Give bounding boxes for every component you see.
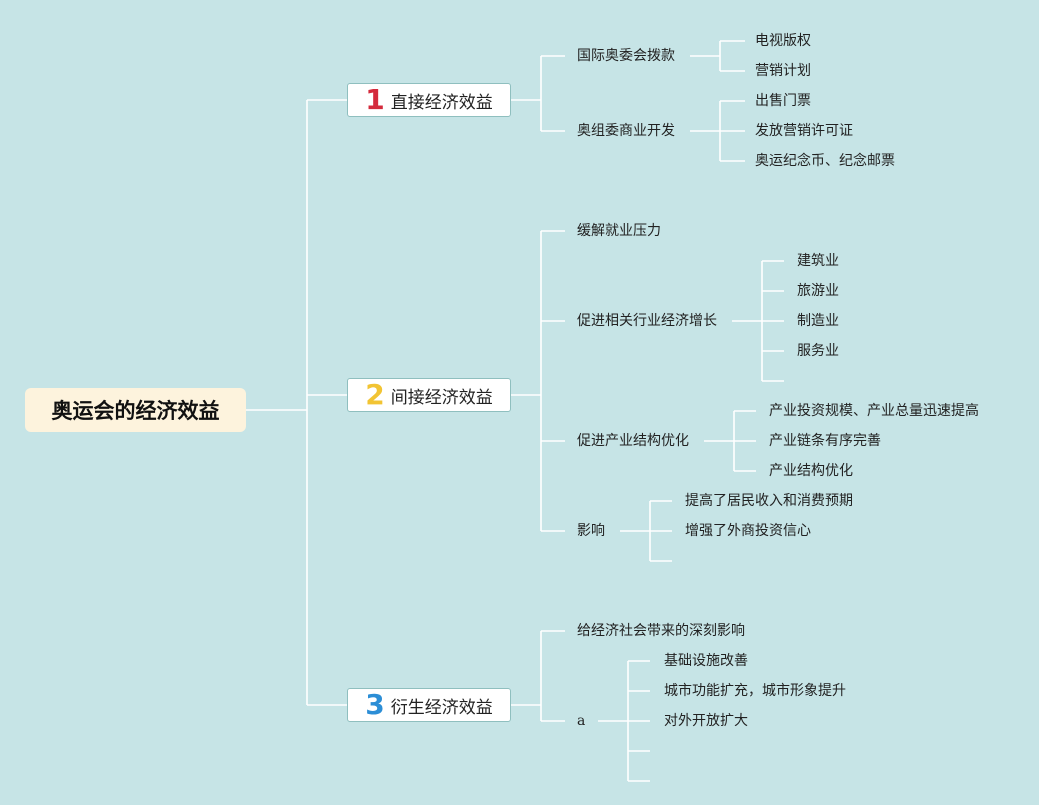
subtopic[interactable]: 缓解就业压力 — [577, 223, 661, 239]
branch-derived-economic-benefit[interactable]: 3 衍生经济效益 — [347, 688, 511, 722]
subtopic[interactable]: 促进相关行业经济增长 — [577, 313, 717, 329]
leaf-topic[interactable]: 建筑业 — [797, 253, 839, 269]
branch-label: 间接经济效益 — [390, 387, 493, 408]
root-topic[interactable]: 奥运会的经济效益 — [25, 388, 246, 432]
subtopic[interactable]: a — [577, 713, 586, 729]
branch-indirect-economic-benefit[interactable]: 2 间接经济效益 — [347, 378, 511, 412]
branch-direct-economic-benefit[interactable]: 1 直接经济效益 — [347, 83, 511, 117]
branch-label: 直接经济效益 — [390, 92, 493, 113]
leaf-topic[interactable]: 基础设施改善 — [664, 653, 748, 669]
leaf-topic[interactable]: 产业结构优化 — [769, 463, 853, 479]
leaf-topic[interactable]: 提高了居民收入和消费预期 — [685, 493, 853, 509]
branch-number-badge: 1 — [365, 83, 385, 116]
subtopic[interactable]: 影响 — [577, 523, 605, 539]
leaf-topic[interactable]: 城市功能扩充，城市形象提升 — [664, 683, 846, 699]
leaf-topic[interactable]: 营销计划 — [755, 63, 811, 79]
subtopic[interactable]: 奥组委商业开发 — [577, 123, 675, 139]
subtopic[interactable]: 国际奥委会拨款 — [577, 48, 675, 64]
leaf-topic[interactable]: 出售门票 — [755, 93, 811, 109]
leaf-topic[interactable]: 产业链条有序完善 — [769, 433, 881, 449]
leaf-topic[interactable]: 电视版权 — [755, 33, 811, 49]
subtopic[interactable]: 促进产业结构优化 — [577, 433, 689, 449]
leaf-topic[interactable]: 增强了外商投资信心 — [685, 523, 811, 539]
leaf-topic[interactable]: 旅游业 — [797, 283, 839, 299]
leaf-topic[interactable]: 对外开放扩大 — [664, 713, 748, 729]
subtopic[interactable]: 给经济社会带来的深刻影响 — [577, 623, 745, 639]
branch-number-badge: 2 — [365, 378, 385, 411]
leaf-topic[interactable]: 服务业 — [797, 343, 839, 359]
branch-number-badge: 3 — [365, 688, 385, 721]
leaf-topic[interactable]: 产业投资规模、产业总量迅速提高 — [769, 403, 979, 419]
leaf-topic[interactable]: 制造业 — [797, 313, 839, 329]
leaf-topic[interactable]: 发放营销许可证 — [755, 123, 853, 139]
leaf-topic[interactable]: 奥运纪念币、纪念邮票 — [755, 153, 895, 169]
branch-label: 衍生经济效益 — [390, 697, 493, 718]
